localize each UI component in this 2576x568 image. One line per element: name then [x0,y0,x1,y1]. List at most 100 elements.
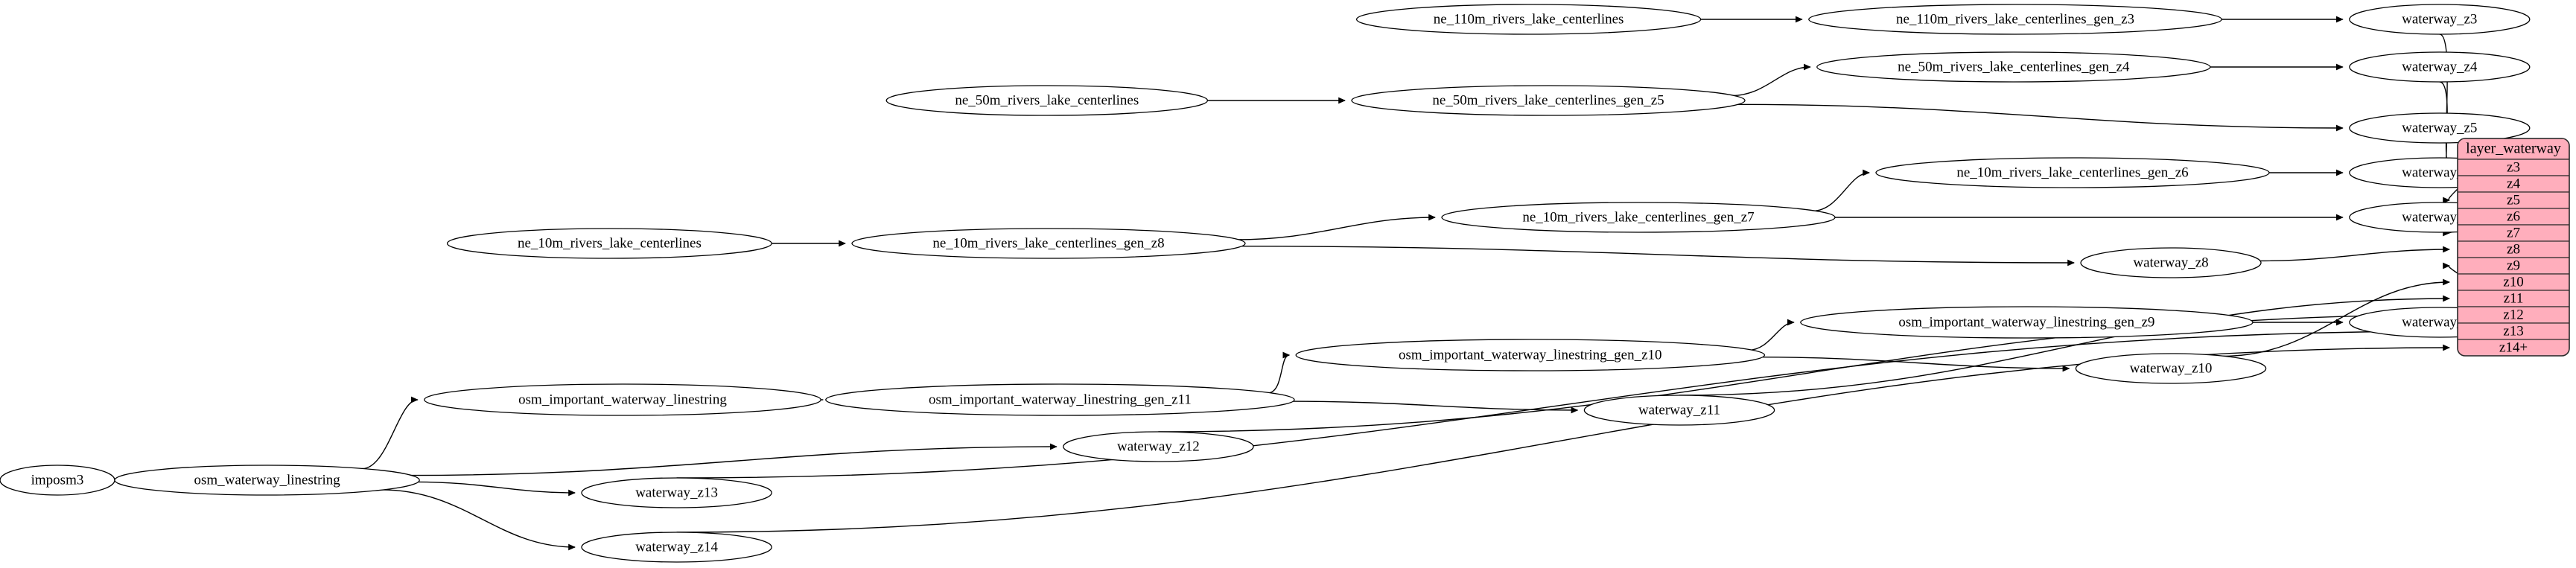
node-label-waterway_z12: waterway_z12 [1117,438,1200,454]
node-waterway_z5[interactable]: waterway_z5 [2349,112,2531,144]
node-label-waterway_z10: waterway_z10 [2130,360,2213,376]
node-waterway_z11[interactable]: waterway_z11 [1583,395,1775,426]
edge-ne_10m_rivers_lake_centerlines_gen_z8-to-ne_10m_rivers_lake_centerlines_gen_z7 [1235,214,1436,240]
node-shape-waterway_z14 [581,532,772,563]
table-row-label-z7: z7 [2507,225,2520,240]
node-label-waterway_z13: waterway_z13 [635,485,718,500]
node-waterway_z3[interactable]: waterway_z3 [2349,4,2531,35]
node-shape-ne_10m_rivers_lake_centerlines_gen_z6 [1875,157,2270,188]
edge-waterway_z13-to-layer_waterway-z13 [676,328,2450,479]
node-label-waterway_z14: waterway_z14 [635,539,718,555]
table-row-label-z12: z12 [2503,307,2523,322]
node-osm_important_waterway_linestring_gen_z9[interactable]: osm_important_waterway_linestring_gen_z9 [1800,306,2254,339]
node-osm_important_waterway_linestring_gen_z10[interactable]: osm_important_waterway_linestring_gen_z1… [1295,339,1766,371]
node-ne_10m_rivers_lake_centerlines_gen_z7[interactable]: ne_10m_rivers_lake_centerlines_gen_z7 [1441,202,1836,233]
node-label-imposm3: imposm3 [31,472,84,488]
table-row-label-z13: z13 [2503,323,2523,339]
table-row-label-z9: z9 [2507,258,2520,273]
edge-osm_waterway_linestring-to-osm_important_waterway_linestring [362,396,419,470]
node-ne_50m_rivers_lake_centerlines_gen_z5[interactable]: ne_50m_rivers_lake_centerlines_gen_z5 [1351,85,1746,116]
node-label-ne_110m_rivers_lake_centerlines_gen_z3: ne_110m_rivers_lake_centerlines_gen_z3 [1896,11,2134,27]
node-label-ne_10m_rivers_lake_centerlines: ne_10m_rivers_lake_centerlines [518,235,702,251]
node-label-ne_50m_rivers_lake_centerlines: ne_50m_rivers_lake_centerlines [955,92,1139,108]
node-shape-ne_110m_rivers_lake_centerlines [1355,4,1702,35]
node-shape-ne_10m_rivers_lake_centerlines_gen_z8 [851,228,1246,259]
node-osm_waterway_linestring[interactable]: osm_waterway_linestring [114,465,420,496]
edge-ne_50m_rivers_lake_centerlines_gen_z5-to-waterway_z5 [1734,103,2344,132]
edge-osm_important_waterway_linestring_gen_z10-to-osm_important_waterway_linestring_gen_z9 [1748,319,1795,351]
node-label-osm_waterway_linestring: osm_waterway_linestring [194,472,340,488]
node-shape-waterway_z12 [1063,431,1254,462]
table-row-label-z10: z10 [2503,274,2523,290]
node-label-ne_10m_rivers_lake_centerlines_gen_z8: ne_10m_rivers_lake_centerlines_gen_z8 [932,235,1164,251]
table-row-label-z11: z11 [2504,290,2524,306]
table-row-label-z3: z3 [2507,159,2520,175]
edge-osm_waterway_linestring-to-waterway_z14 [381,489,576,551]
node-label-waterway_z5: waterway_z5 [2402,120,2477,135]
table-outline [2457,138,2570,357]
node-ne_10m_rivers_lake_centerlines[interactable]: ne_10m_rivers_lake_centerlines [446,228,772,259]
table-row-label-z6: z6 [2507,208,2520,224]
node-shape-waterway_z8 [2080,247,2262,278]
node-shape-ne_50m_rivers_lake_centerlines_gen_z4 [1816,51,2211,83]
node-label-ne_10m_rivers_lake_centerlines_gen_z6: ne_10m_rivers_lake_centerlines_gen_z6 [1956,165,2188,180]
node-ne_110m_rivers_lake_centerlines[interactable]: ne_110m_rivers_lake_centerlines [1355,4,1702,35]
node-label-osm_important_waterway_linestring_gen_z10: osm_important_waterway_linestring_gen_z1… [1399,347,1662,363]
node-label-osm_important_waterway_linestring_gen_z9: osm_important_waterway_linestring_gen_z9 [1898,314,2154,330]
node-ne_50m_rivers_lake_centerlines[interactable]: ne_50m_rivers_lake_centerlines [885,85,1209,116]
node-waterway_z12[interactable]: waterway_z12 [1063,431,1254,462]
edges-layer [101,16,2530,551]
node-ne_10m_rivers_lake_centerlines_gen_z8[interactable]: ne_10m_rivers_lake_centerlines_gen_z8 [851,228,1246,259]
node-label-waterway_z8: waterway_z8 [2133,255,2208,270]
table-title: layer_waterway [2466,141,2561,157]
node-label-ne_10m_rivers_lake_centerlines_gen_z7: ne_10m_rivers_lake_centerlines_gen_z7 [1522,209,1754,225]
table-row-label-z5: z5 [2507,192,2520,208]
node-waterway_z14[interactable]: waterway_z14 [581,532,772,563]
node-label-osm_important_waterway_linestring: osm_important_waterway_linestring [518,392,727,407]
node-shape-waterway_z3 [2349,4,2531,35]
node-waterway_z10[interactable]: waterway_z10 [2075,353,2267,384]
node-shape-ne_10m_rivers_lake_centerlines [446,228,772,259]
node-shape-waterway_z4 [2349,51,2531,83]
node-shape-waterway_z11 [1583,395,1775,426]
edge-ne_10m_rivers_lake_centerlines_gen_z7-to-ne_10m_rivers_lake_centerlines_gen_z6 [1812,169,1870,212]
edge-waterway_z11-to-layer_waterway-z11 [1679,295,2450,396]
node-shape-waterway_z13 [581,477,772,508]
node-ne_50m_rivers_lake_centerlines_gen_z4[interactable]: ne_50m_rivers_lake_centerlines_gen_z4 [1816,51,2211,83]
node-shape-ne_50m_rivers_lake_centerlines_gen_z5 [1351,85,1746,116]
node-shape-osm_important_waterway_linestring_gen_z10 [1295,339,1766,371]
edge-osm_important_waterway_linestring_gen_z10-to-waterway_z10 [1758,357,2070,372]
node-shape-ne_10m_rivers_lake_centerlines_gen_z7 [1441,202,1836,233]
edge-waterway_z8-to-layer_waterway-z8 [2258,246,2450,262]
node-osm_important_waterway_linestring[interactable]: osm_important_waterway_linestring [424,383,821,416]
layer-waterway-table: layer_waterway z3z4z5z6z7z8z9z10z11z12z13… [2457,138,2570,357]
table-row-label-z14+: z14+ [2499,339,2528,355]
table-row[interactable] [2458,339,2569,356]
node-label-waterway_z4: waterway_z4 [2402,59,2478,74]
node-label-osm_important_waterway_linestring_gen_z11: osm_important_waterway_linestring_gen_z1… [929,392,1192,407]
node-imposm3[interactable]: imposm3 [0,465,115,496]
table-row-label-z4: z4 [2507,176,2520,191]
table-row-label-z8: z8 [2507,241,2520,257]
node-label-waterway_z11: waterway_z11 [1638,402,1720,418]
node-shape-ne_110m_rivers_lake_centerlines_gen_z3 [1808,4,2222,35]
node-ne_10m_rivers_lake_centerlines_gen_z6[interactable]: ne_10m_rivers_lake_centerlines_gen_z6 [1875,157,2270,188]
node-shape-osm_important_waterway_linestring_gen_z9 [1800,306,2254,339]
node-shape-osm_important_waterway_linestring_gen_z11 [825,383,1295,416]
edge-osm_waterway_linestring-to-waterway_z12 [408,443,1058,476]
node-waterway_z8[interactable]: waterway_z8 [2080,247,2262,278]
node-label-ne_50m_rivers_lake_centerlines_gen_z4: ne_50m_rivers_lake_centerlines_gen_z4 [1898,59,2130,74]
node-osm_important_waterway_linestring_gen_z11[interactable]: osm_important_waterway_linestring_gen_z1… [825,383,1295,416]
edge-osm_important_waterway_linestring_gen_z11-to-osm_important_waterway_linestring_gen_z10 [1267,351,1291,394]
node-waterway_z4[interactable]: waterway_z4 [2349,51,2531,83]
node-label-waterway_z3: waterway_z3 [2402,11,2477,27]
node-label-ne_110m_rivers_lake_centerlines: ne_110m_rivers_lake_centerlines [1434,11,1624,27]
node-shape-ne_50m_rivers_lake_centerlines [885,85,1209,116]
edge-osm_important_waterway_linestring_gen_z11-to-waterway_z11 [1288,401,1579,414]
node-ne_110m_rivers_lake_centerlines_gen_z3[interactable]: ne_110m_rivers_lake_centerlines_gen_z3 [1808,4,2222,35]
node-shape-waterway_z5 [2349,112,2531,144]
node-waterway_z13[interactable]: waterway_z13 [581,477,772,508]
node-shape-osm_waterway_linestring [114,465,420,496]
